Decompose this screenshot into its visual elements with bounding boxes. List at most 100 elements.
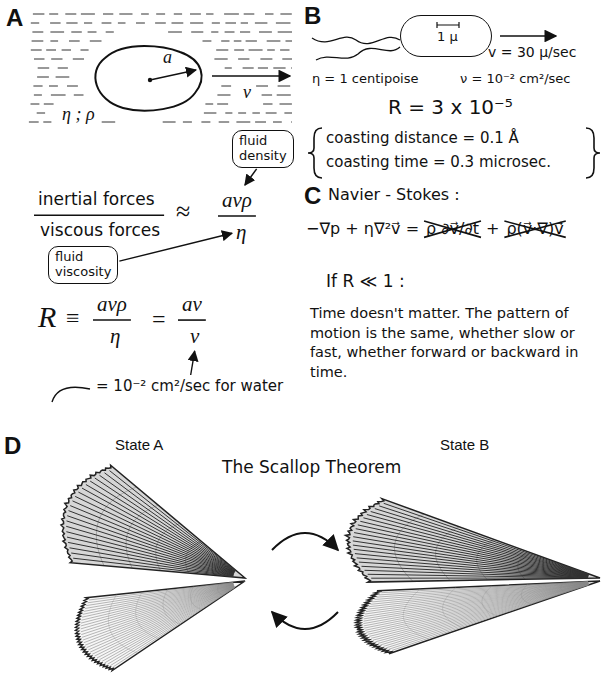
- annotation-hook: [52, 387, 90, 402]
- shell-rib: [376, 584, 589, 642]
- shell-rib: [90, 586, 234, 652]
- handwritten-note: ρ ∂v⃗/∂t: [426, 220, 479, 238]
- growth-line: [518, 552, 530, 579]
- fluid-dash: [29, 122, 39, 123]
- growth-line: [559, 565, 565, 579]
- state-label: State B: [440, 436, 489, 453]
- shell-rib: [383, 585, 588, 647]
- fluid-dash: [31, 50, 42, 51]
- fluid-dash: [84, 23, 92, 24]
- fluid-dash: [206, 14, 213, 15]
- shell-rib: [365, 570, 589, 577]
- panel-letter: B: [304, 2, 321, 30]
- shell-rib: [356, 529, 589, 576]
- fluid-dash: [190, 23, 203, 24]
- fluid-dash: [141, 14, 149, 15]
- fluid-dash: [172, 23, 184, 24]
- shell-rib: [68, 542, 233, 575]
- shell-rib: [364, 583, 588, 628]
- growth-line: [394, 514, 424, 581]
- fluid-dash: [33, 86, 42, 87]
- fluid-dash: [246, 41, 257, 42]
- fluid-dash: [267, 41, 281, 42]
- shell-rib: [67, 537, 233, 575]
- handwritten-note: Time doesn't matter. The pattern of moti…: [310, 304, 606, 382]
- fluid-dash: [37, 77, 49, 78]
- cycle-arrow: [272, 533, 338, 550]
- fluid-dash: [291, 122, 293, 123]
- shell-rib: [66, 532, 233, 575]
- shell-rib: [373, 584, 588, 640]
- fluid-dash: [81, 50, 89, 51]
- shell-rib: [392, 585, 588, 651]
- fluid-dash: [34, 95, 42, 96]
- shell-valve: [346, 499, 601, 582]
- fluid-dash: [225, 32, 235, 33]
- fluid-dash: [258, 68, 268, 69]
- fluid-dash: [204, 113, 217, 114]
- fluid-dash: [31, 23, 39, 24]
- fluid-dash: [103, 14, 113, 15]
- shell-valve: [356, 581, 600, 654]
- fluid-dash: [280, 104, 292, 105]
- shell-rib: [102, 587, 235, 662]
- fluid-dash: [234, 41, 242, 42]
- fluid-dash: [88, 32, 97, 33]
- fluid-dash: [234, 50, 244, 51]
- fluid-dash: [44, 104, 54, 105]
- shell-rib: [362, 566, 589, 577]
- blob-outline: [95, 46, 201, 111]
- fluid-dash: [276, 23, 291, 24]
- shell-rib: [97, 587, 235, 659]
- brace: [586, 128, 600, 178]
- fluid-dash: [50, 41, 58, 42]
- leader-arrow: [245, 169, 257, 185]
- shell-rib: [368, 584, 589, 635]
- fluid-dash: [71, 32, 82, 33]
- math-term: η ; ρ: [62, 104, 95, 125]
- fluid-dash: [50, 23, 61, 24]
- fluid-dash: [32, 32, 43, 33]
- fluid-dash: [225, 113, 232, 114]
- fluid-dash: [214, 59, 227, 60]
- brace: [308, 128, 322, 178]
- scale-bar: [437, 22, 459, 28]
- fluid-dash: [260, 59, 272, 60]
- fluid-dash: [32, 41, 44, 42]
- strike-cross: [424, 221, 481, 237]
- fluid-dash: [291, 68, 293, 69]
- fluid-dash: [238, 59, 249, 60]
- shell-rib: [371, 578, 588, 579]
- shell-rib: [386, 585, 588, 648]
- shell-rib: [108, 587, 235, 664]
- fluid-dash: [236, 122, 250, 123]
- fluid-dash: [43, 122, 51, 123]
- shell-rib: [81, 584, 234, 629]
- fluid-dash: [50, 32, 64, 33]
- shell-rib: [99, 587, 234, 660]
- handwritten-note: η = 1 centipoise: [312, 72, 418, 87]
- fluid-dash: [34, 59, 45, 60]
- fluid-dash: [273, 122, 282, 123]
- fluid-dash: [102, 122, 116, 123]
- handwritten-note: Navier - Stokes :: [328, 186, 460, 204]
- shell-rib: [357, 558, 588, 577]
- dimension-label: a: [163, 47, 172, 68]
- fluid-dash: [201, 122, 210, 123]
- callout-box: fluid density: [232, 130, 294, 168]
- handwritten-note: viscous forces: [40, 221, 160, 241]
- growth-line: [156, 523, 180, 570]
- fluid-dash: [66, 23, 77, 24]
- shell-rib: [369, 584, 588, 637]
- fluid-dash: [65, 14, 76, 15]
- fluid-dash: [267, 50, 275, 51]
- handwritten-note: R = 3 x 10⁻⁵: [388, 96, 513, 119]
- shell-rib: [384, 503, 589, 574]
- fluid-dash: [280, 50, 289, 51]
- math-term: ν: [190, 324, 199, 348]
- shell-rib: [88, 586, 234, 650]
- growth-line: [561, 583, 566, 593]
- shell-rib: [365, 584, 588, 631]
- shell-rib: [67, 516, 234, 574]
